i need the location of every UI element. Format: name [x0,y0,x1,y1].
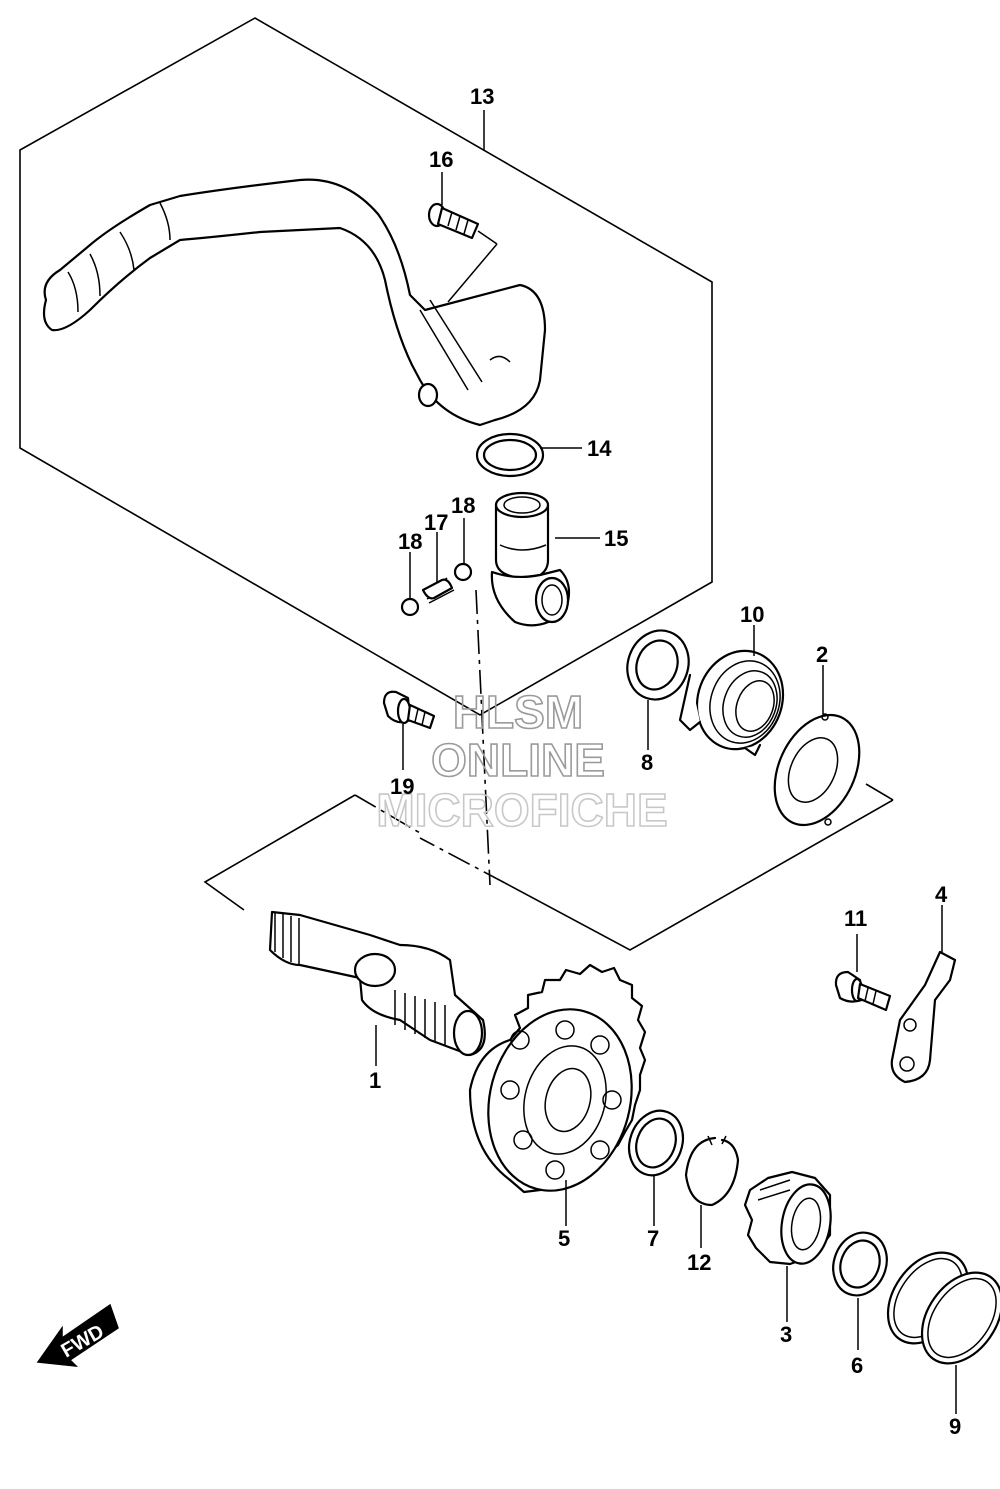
callout-3: 3 [780,1322,792,1347]
callout-18-upper: 18 [451,493,475,518]
lever-bolt [427,202,480,240]
alignment-axis-line [475,589,491,886]
bolt-leader-line-b [447,243,498,303]
oil-seal [626,629,690,701]
callout-8: 8 [641,750,653,775]
callout-19: 19 [390,774,414,799]
shaft-frame-edge-right [865,783,894,801]
callout-13: 13 [470,84,494,109]
shaft-frame-dash-bottom [419,837,506,884]
watermark-line-1: HLSM [453,686,583,738]
callout-16: 16 [429,147,453,172]
shaft-assembly-frame [203,794,356,911]
callout-18-lower: 18 [398,529,422,554]
shaft-frame-edge-bottom [504,799,894,951]
callout-12: 12 [687,1250,711,1275]
callout-10: 10 [740,602,764,627]
ratchet-spring [886,1251,1000,1365]
steel-ball-upper [453,562,473,582]
watermark-line-2: ONLINE [431,734,605,786]
arrow-left-down-icon [36,1303,119,1367]
gear-washer [627,1109,685,1177]
callout-5: 5 [558,1226,570,1251]
detent-spring [421,577,455,604]
callout-9: 9 [949,1414,961,1439]
shaft-frame-dash-top [354,794,421,834]
callout-15: 15 [604,526,628,551]
kick-starter-lever [42,178,547,427]
o-ring [475,432,545,478]
circlip [684,1135,740,1207]
callout-1: 1 [369,1068,381,1093]
kick-starter-boss [490,491,571,627]
plate-bolt [834,970,892,1012]
ratchet-washer [832,1231,888,1297]
kick-starter-shaft [268,910,486,1057]
callout-17: 17 [424,510,448,535]
kick-drive-gear [468,963,647,1194]
spring-guide-plate [773,713,861,827]
callout-7: 7 [647,1226,659,1251]
kick-lever-assembly-frame [19,17,713,716]
watermark-line-3: MICROFICHE [376,784,667,836]
callout-11: 11 [844,906,867,931]
callout-4: 4 [935,882,948,907]
flange-bolt [382,690,436,730]
callout-6: 6 [851,1353,863,1378]
ratchet-guide-plate [890,950,957,1084]
watermark: HLSM ONLINE MICROFICHE [376,685,669,837]
bolt-leader-line [477,230,498,245]
kick-ratchet [743,1170,832,1266]
callout-14: 14 [587,436,612,461]
steel-ball-lower [400,597,420,617]
fwd-direction-badge: FWD [36,1303,119,1367]
kick-return-spring [678,649,785,757]
callout-2: 2 [816,642,828,667]
